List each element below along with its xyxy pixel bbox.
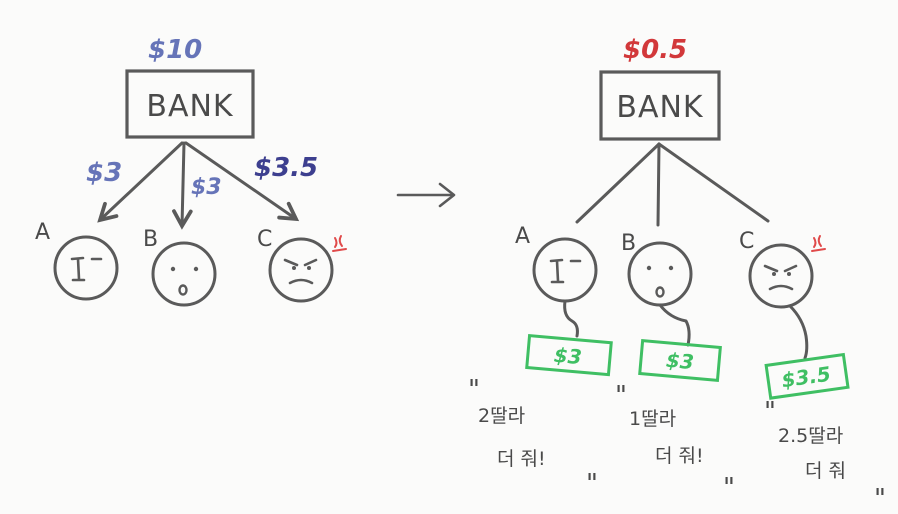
bill-a-amount: $3 <box>553 343 583 369</box>
svg-text:": " <box>615 381 627 411</box>
bill-a: $3 <box>525 333 613 377</box>
anger-mark-icon <box>332 235 347 252</box>
svg-text:": " <box>468 375 480 405</box>
quote-b: " 1딸라 더 줘! " <box>615 381 735 503</box>
quote-a-line1: 2딸라 <box>478 405 525 427</box>
right-diagram: $0.5 BANK A B C <box>468 35 886 514</box>
right-bank-label: BANK <box>616 90 704 125</box>
svg-text:": " <box>723 473 735 503</box>
person-a-face-icon <box>532 237 598 303</box>
quote-c: " 2.5딸라 더 줘 " <box>764 397 886 514</box>
person-c-angry-face-icon <box>748 243 814 309</box>
person-b-face-icon <box>151 241 217 307</box>
string-b <box>658 303 691 347</box>
left-bank-label: BANK <box>146 89 234 124</box>
string-a <box>563 299 579 338</box>
arrow-to-a <box>97 141 184 223</box>
arrow-to-b <box>172 141 193 230</box>
person-b-face-icon <box>627 241 693 307</box>
line-to-a <box>575 142 661 224</box>
right-bank-box <box>599 70 721 141</box>
person-a-face-icon <box>53 235 119 301</box>
amount-to-a: $3 <box>86 158 122 188</box>
quote-a: " 2딸라 더 줘! " <box>468 375 598 499</box>
person-a-label: A <box>35 220 50 245</box>
person-c-label: C <box>739 229 754 254</box>
line-to-b <box>656 142 661 227</box>
bill-c-amount: $3.5 <box>780 362 832 393</box>
line-to-c <box>657 142 770 223</box>
svg-text:": " <box>586 469 598 499</box>
right-arrow-icon <box>396 182 456 208</box>
svg-text:": " <box>764 397 776 427</box>
arrow-to-c <box>184 141 300 222</box>
amount-to-c: $3.5 <box>254 153 318 183</box>
quote-c-line2: 더 줘 <box>805 460 846 482</box>
person-c-angry-face-icon <box>268 237 334 303</box>
quote-b-line2: 더 줘! <box>655 445 704 467</box>
person-b-label: B <box>621 231 636 256</box>
bill-b-amount: $3 <box>665 348 695 374</box>
quote-c-line1: 2.5딸라 <box>778 425 843 447</box>
quote-a-line2: 더 줘! <box>497 448 546 470</box>
svg-text:": " <box>874 484 886 514</box>
left-bank-box <box>125 69 255 139</box>
left-bank-amount: $10 <box>148 35 202 65</box>
bill-c: $3.5 <box>764 352 850 400</box>
anger-mark-icon <box>811 235 826 252</box>
bill-b: $3 <box>638 339 722 382</box>
amount-to-b: $3 <box>191 175 222 200</box>
left-diagram: $10 BANK $3 $3 $3.5 A B C <box>35 35 347 307</box>
person-b-label: B <box>143 227 158 252</box>
quote-b-line1: 1딸라 <box>629 408 676 430</box>
right-bank-amount: $0.5 <box>623 35 687 65</box>
person-a-label: A <box>515 224 530 249</box>
person-c-label: C <box>257 227 272 252</box>
string-c <box>788 304 809 360</box>
